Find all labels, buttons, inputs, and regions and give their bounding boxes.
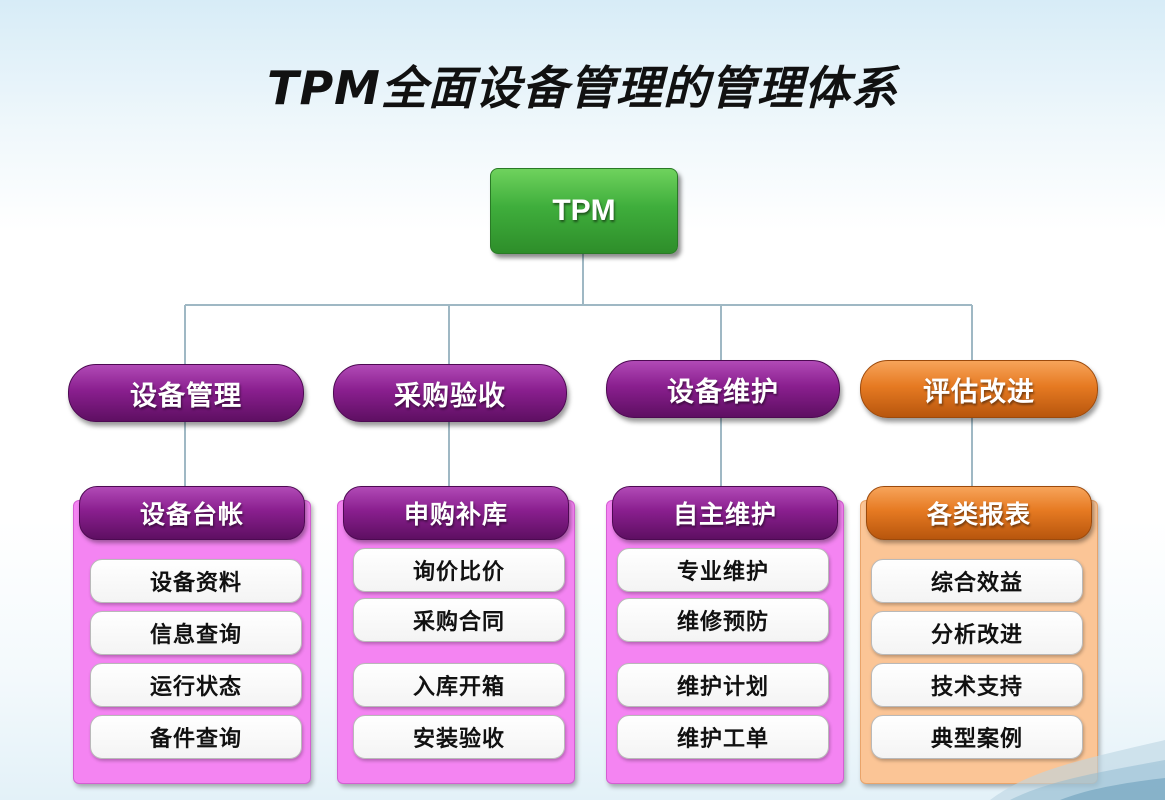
list-item: 入库开箱 xyxy=(353,663,565,707)
list-item: 信息查询 xyxy=(90,611,302,655)
list-item: 采购合同 xyxy=(353,598,565,642)
list-item: 维修预防 xyxy=(617,598,829,642)
subheader-equipment-ledger: 设备台帐 xyxy=(79,486,305,540)
list-item: 设备资料 xyxy=(90,559,302,603)
list-item: 技术支持 xyxy=(871,663,1083,707)
list-item: 询价比价 xyxy=(353,548,565,592)
list-item: 专业维护 xyxy=(617,548,829,592)
category-equipment-management: 设备管理 xyxy=(68,364,304,422)
list-item: 维护工单 xyxy=(617,715,829,759)
category-procurement-acceptance: 采购验收 xyxy=(333,364,567,422)
decorative-wave-graphic xyxy=(990,740,1165,800)
category-evaluation-improvement: 评估改进 xyxy=(860,360,1098,418)
diagram-title: TPM全面设备管理的管理体系 xyxy=(267,61,898,115)
list-item: 综合效益 xyxy=(871,559,1083,603)
list-item: 安装验收 xyxy=(353,715,565,759)
category-equipment-maintenance: 设备维护 xyxy=(606,360,840,418)
list-item: 分析改进 xyxy=(871,611,1083,655)
list-item: 备件查询 xyxy=(90,715,302,759)
subheader-purchase-restock: 申购补库 xyxy=(343,486,569,540)
list-item: 运行状态 xyxy=(90,663,302,707)
list-item: 典型案例 xyxy=(871,715,1083,759)
root-node-tpm: TPM xyxy=(490,168,678,254)
subheader-autonomous-maintenance: 自主维护 xyxy=(612,486,838,540)
subheader-reports: 各类报表 xyxy=(866,486,1092,540)
list-item: 维护计划 xyxy=(617,663,829,707)
